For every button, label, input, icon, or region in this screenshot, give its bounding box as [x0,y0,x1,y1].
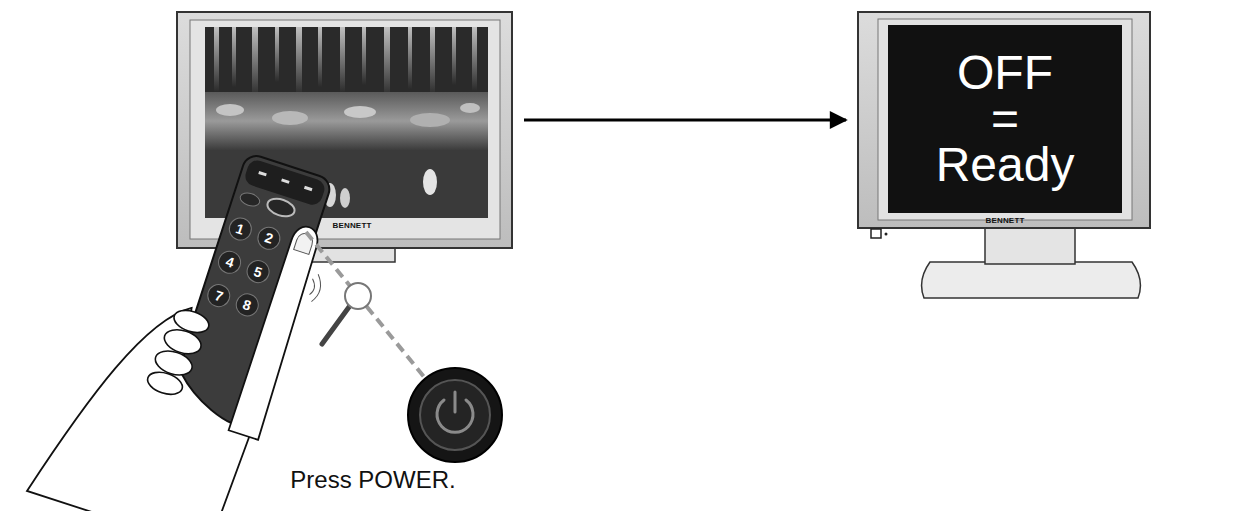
crowd-highlight [216,104,244,116]
magnifier-lens [345,283,371,309]
crowd-highlight [460,103,480,113]
mode-marker [304,186,313,191]
light-beam [362,27,366,85]
magnifier-handle [322,307,349,344]
dashed-leader [306,232,425,378]
brand-name: BENNETT [332,221,371,230]
crowd-highlight [344,106,376,118]
light-beam [232,27,236,87]
scene-sky [205,27,488,97]
number-key [244,258,272,286]
light-beam [340,27,345,93]
tv-base [922,262,1141,298]
instruction-caption: Press POWER. [290,466,455,494]
power-button-zoom [408,368,502,462]
press-mark [310,274,325,303]
light-beam [214,27,219,92]
key-number: 4 [224,254,236,270]
performer [340,188,350,208]
number-key [233,291,261,319]
light-beam [472,27,477,91]
magnifier-callout [306,232,502,462]
light-beam [296,27,302,95]
tv-left: BENNETT [177,12,512,248]
tv-right: OFF = ReadyBENNETT [858,12,1150,228]
key-number: 8 [241,297,253,313]
remote-and-hand [27,120,353,511]
tv-neck [985,226,1075,264]
crowd-highlight [272,111,308,125]
power-button-small [265,196,297,220]
finger [145,368,185,398]
number-key [255,224,283,252]
indicator-dot [885,233,888,236]
light-beam [318,27,322,87]
light-beam [408,27,412,89]
thumb [229,223,326,440]
light-beam [252,27,258,97]
press-mark [308,279,317,296]
light-beam [452,27,456,85]
mode-marker [258,171,267,176]
brand-name: BENNETT [985,216,1024,225]
key-number: 1 [234,221,246,237]
tv-frame [858,12,1150,228]
mode-marker [281,178,290,183]
power-symbol [454,392,457,412]
light-beam [430,27,435,95]
remote-button [239,191,262,209]
key-number: 5 [252,264,264,280]
number-key [227,215,255,243]
number-key [216,248,244,276]
flow-arrow [524,119,846,122]
thumbnail [294,231,315,254]
power-button-ring [420,380,490,450]
tv-bezel [878,19,1132,220]
light-beam [384,27,390,97]
power-indicator [871,229,881,238]
light-beam [275,27,279,82]
key-number: 2 [263,230,275,246]
crowd-highlight [410,113,450,127]
crowd-band [205,92,488,150]
performer [423,169,437,195]
screen-message: OFF = Ready [885,50,1125,188]
number-key [205,282,233,310]
key-number: 7 [213,288,225,304]
tv-right [858,12,1150,298]
